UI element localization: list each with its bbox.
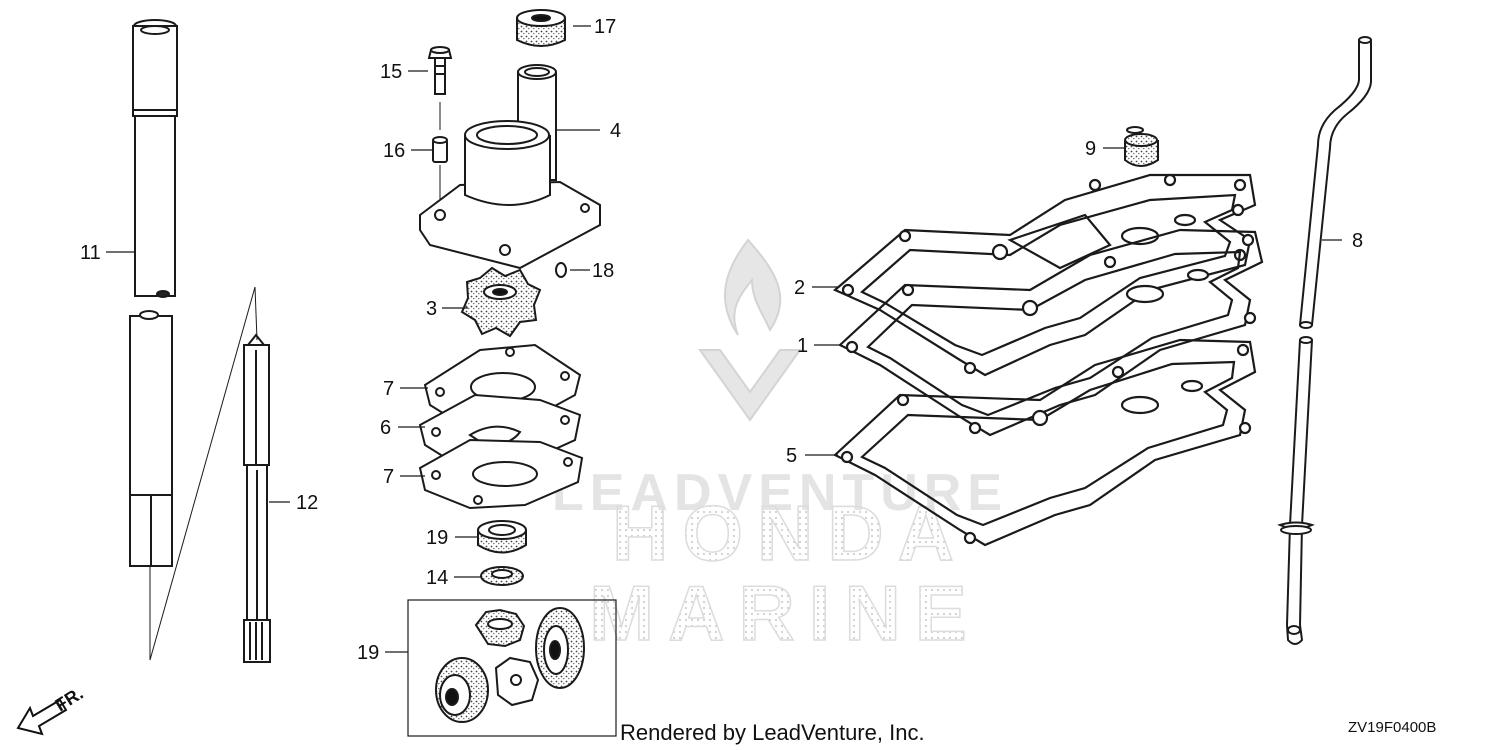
part-2-gasket[interactable] bbox=[832, 173, 1257, 377]
leader-lines bbox=[106, 25, 1342, 653]
callout-1: 1 bbox=[797, 335, 808, 357]
callout-17: 19 bbox=[426, 527, 448, 549]
callout-10: 17 bbox=[594, 16, 616, 38]
part-11-shaft-tube[interactable] bbox=[129, 19, 178, 567]
callout-5: 4 bbox=[610, 120, 621, 142]
gear-bevel-right bbox=[535, 607, 585, 689]
callout-19: 19 bbox=[357, 642, 379, 664]
part-4-impeller[interactable] bbox=[460, 266, 542, 338]
diagram-code: ZV19F0400B bbox=[1348, 719, 1436, 736]
watermark: LEADVENTURE HONDA MARINE bbox=[552, 238, 1008, 658]
callout-12: 12 bbox=[296, 492, 318, 514]
front-arrow-icon bbox=[16, 698, 68, 736]
callout-2: 2 bbox=[794, 277, 805, 299]
part-10-grommet[interactable] bbox=[516, 9, 566, 47]
callout-18: 18 bbox=[592, 260, 614, 282]
part-8-water-tube[interactable] bbox=[1277, 36, 1372, 645]
part-7-plate-lower[interactable] bbox=[418, 438, 584, 510]
watermark-line-3: MARINE bbox=[589, 569, 981, 657]
front-direction-indicator: FR. bbox=[16, 683, 87, 736]
callout-15: 15 bbox=[380, 61, 402, 83]
part-18-o-ring[interactable] bbox=[555, 262, 567, 278]
clutch-dog bbox=[494, 656, 540, 707]
watermark-flame-logo bbox=[698, 238, 802, 422]
part-16-dowel-pin[interactable] bbox=[432, 136, 448, 163]
callout-7-upper: 7 bbox=[383, 378, 394, 400]
part-14-seal[interactable] bbox=[480, 566, 524, 586]
callout-labels: 17 15 4 16 9 11 8 18 2 3 1 7 6 5 7 12 19… bbox=[80, 16, 1363, 664]
part-12-driveshaft[interactable] bbox=[243, 333, 271, 663]
part-1-gasket[interactable] bbox=[838, 228, 1264, 437]
part-5-pump-housing[interactable] bbox=[419, 64, 601, 270]
callout-3: 5 bbox=[786, 445, 797, 467]
callout-9: 9 bbox=[1085, 138, 1096, 160]
assembly-guide-lines bbox=[149, 102, 441, 661]
callout-4: 3 bbox=[426, 298, 437, 320]
gear-small bbox=[474, 608, 526, 648]
watermark-line-2: HONDA bbox=[612, 489, 968, 577]
callout-11: 11 bbox=[80, 242, 101, 264]
gear-bevel-left bbox=[435, 657, 489, 723]
credit-text: Rendered by LeadVenture, Inc. bbox=[620, 720, 925, 745]
callout-6: 6 bbox=[380, 417, 391, 439]
part-17-bearing[interactable] bbox=[477, 520, 527, 554]
part-15-bolt[interactable] bbox=[427, 46, 453, 95]
part-3-gasket[interactable] bbox=[833, 338, 1257, 547]
callout-14: 14 bbox=[426, 567, 448, 589]
callout-16: 16 bbox=[383, 140, 405, 162]
callout-7-lower: 7 bbox=[383, 466, 394, 488]
part-19-gear-kit[interactable] bbox=[407, 599, 617, 737]
part-9-plug[interactable] bbox=[1124, 126, 1159, 167]
callout-8: 8 bbox=[1352, 230, 1363, 252]
watermark-line-1: LEADVENTURE bbox=[552, 464, 1008, 522]
